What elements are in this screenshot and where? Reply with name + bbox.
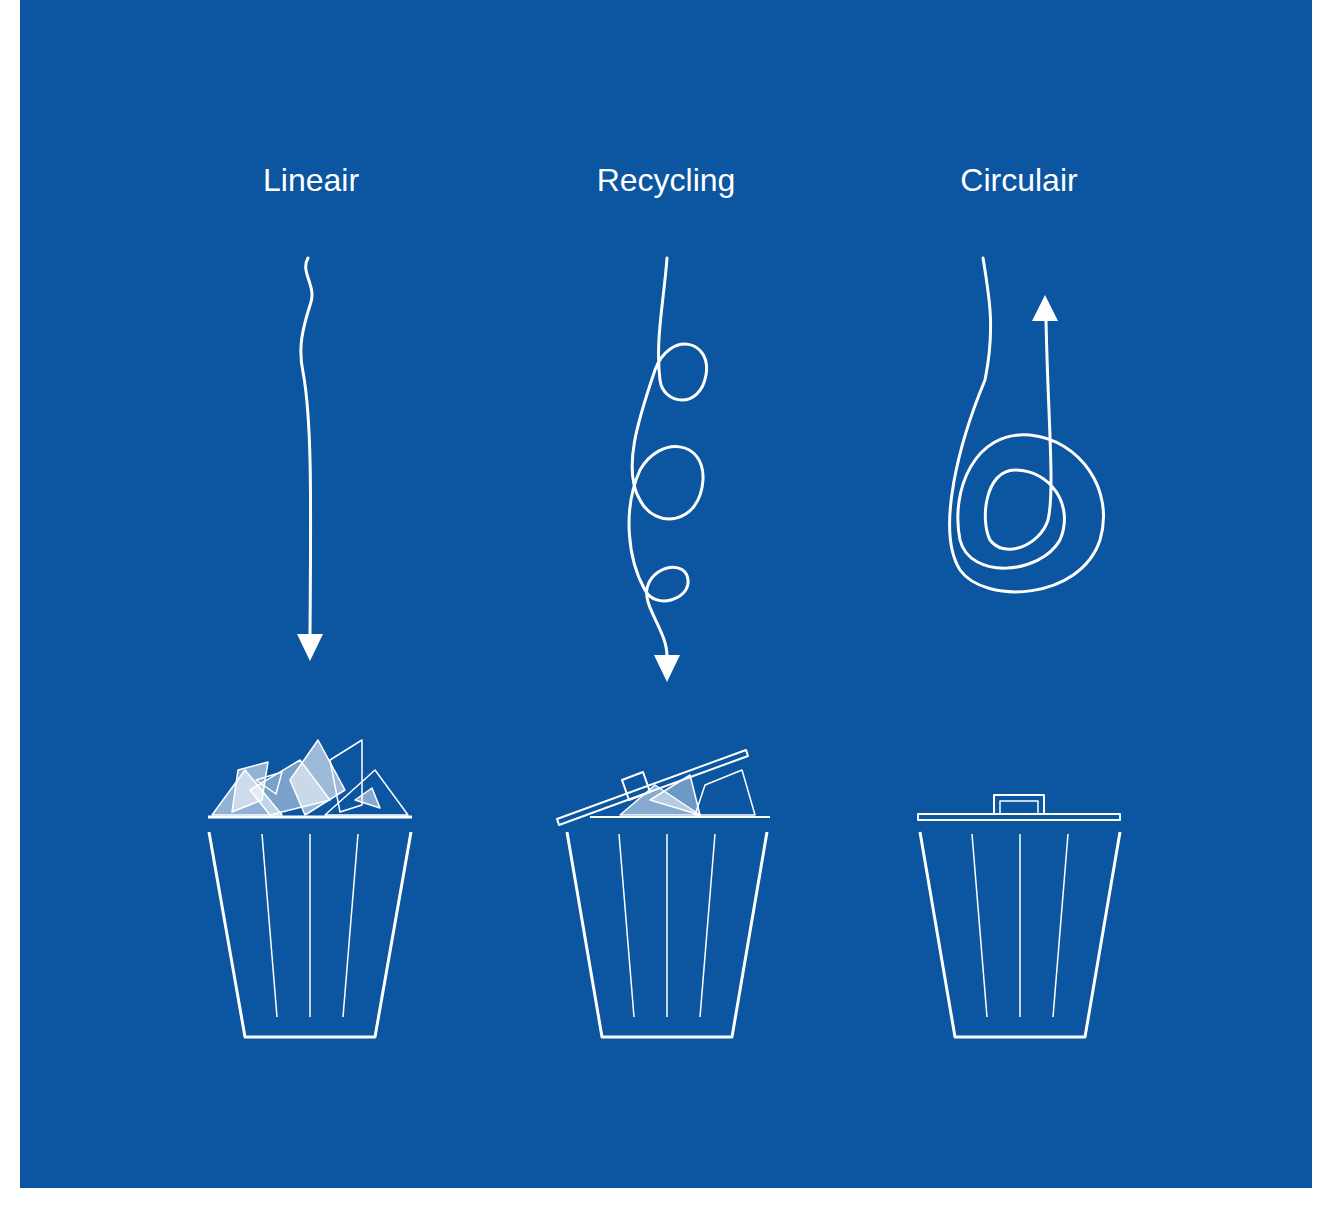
arrow-head: [297, 634, 323, 661]
flow-lines: [301, 258, 1104, 658]
arrow-head: [654, 655, 680, 682]
column-label: Circulair: [859, 158, 1179, 202]
lid-handle: [994, 795, 1044, 814]
bin-body: [920, 832, 1120, 1037]
waste-piece: [650, 775, 700, 815]
bin-rib: [619, 834, 634, 1017]
bin-rib: [1019, 834, 1021, 1017]
bins: [208, 750, 1120, 1037]
bin-rim: [208, 816, 412, 819]
circular-flow-line: [950, 258, 1104, 592]
half-open-bin: [557, 750, 770, 1037]
lid-handle: [622, 772, 650, 800]
waste-piece: [695, 770, 755, 815]
bin-rib: [343, 834, 358, 1017]
open-bin: [208, 817, 412, 1037]
bin-rib: [972, 834, 987, 1017]
bin-rib: [309, 834, 311, 1017]
bin-body: [209, 832, 411, 1037]
closed-bin: [918, 795, 1120, 1037]
lid-handle-inner: [1000, 801, 1038, 814]
bin-rim: [590, 816, 770, 818]
linear-flow-line: [301, 258, 312, 636]
bin-rib: [262, 834, 277, 1017]
recycling-flow-line: [629, 258, 707, 658]
waste-piece: [325, 770, 408, 815]
bin-rib: [1053, 834, 1068, 1017]
waste-piece: [256, 772, 282, 794]
column-label: Recycling: [506, 158, 826, 202]
waste-piece: [355, 788, 380, 808]
bin-body: [567, 832, 767, 1037]
bin-rib: [700, 834, 715, 1017]
column-label: Lineair: [151, 158, 471, 202]
arrow-heads: [297, 295, 1058, 682]
bin-rib: [666, 834, 668, 1017]
bin-lid: [557, 750, 748, 825]
arrow-head: [1032, 295, 1058, 321]
background-panel: [20, 0, 1312, 1188]
